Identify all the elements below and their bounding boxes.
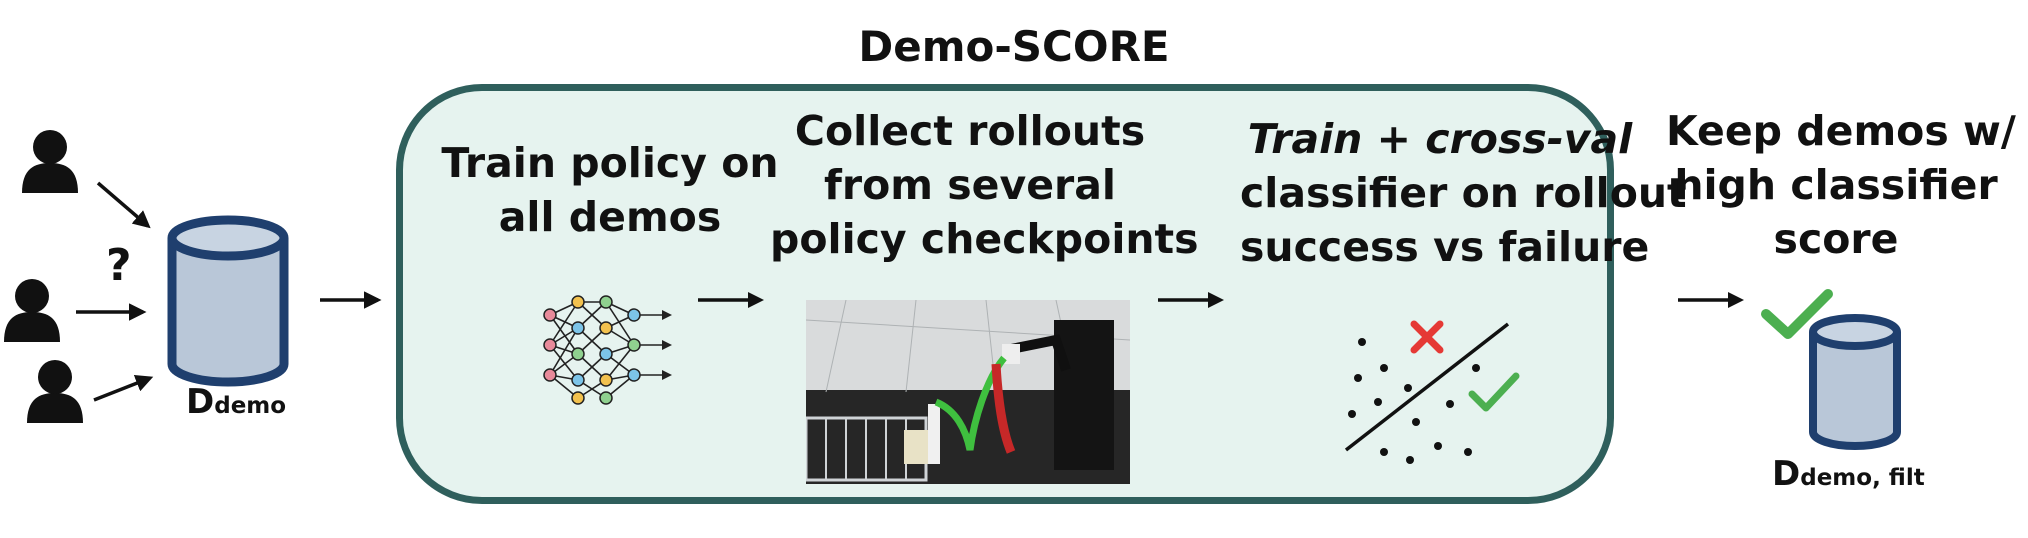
step-line: classifier on rollout [1240,169,1687,217]
dataset-label-main: D [186,382,215,422]
person-icon [22,130,78,193]
person-icon [4,279,60,342]
step-line: from several [824,161,1116,209]
robot-scene [806,300,1130,484]
step-collect-rollouts: Collect rollouts from several policy che… [770,104,1199,266]
step-line: Train policy on [441,139,779,187]
step-line-italic: Train + cross-val [1247,115,1633,163]
cross-icon [1410,320,1444,354]
filtered-dataset-label: Ddemo, filt [1772,454,1925,494]
step-line: high classifier [1674,161,1998,209]
arrow-icon [93,374,154,402]
arrow-icon [1678,292,1744,308]
classifier-icon [1344,320,1520,464]
filtered-label-main: D [1772,454,1801,494]
step-line: Collect rollouts [794,107,1146,155]
step-train-classifier: Train + cross-val classifier on rollout … [1240,112,1687,274]
step-line: score [1773,215,1899,263]
step-line: policy checkpoints [770,215,1199,263]
robot-photo [806,300,1130,484]
dataset-label: Ddemo [186,382,286,422]
arrow-icon [698,292,764,308]
question-mark: ? [106,240,132,291]
checkmark-icon [1468,372,1520,412]
diagram-title: Demo-SCORE [858,22,1170,71]
step-line: success vs failure [1240,223,1650,271]
step-train-policy: Train policy on all demos [440,136,780,244]
step-keep-demos: Keep demos w/ high classifier score [1666,104,2016,266]
neural-network-icon [543,295,672,405]
filtered-database-group [1761,289,1901,450]
step-line: Keep demos w/ [1666,107,2016,155]
filtered-label-sub: demo, filt [1800,465,1925,491]
database-icon [1809,314,1901,450]
checkmark-icon [1761,289,1833,339]
dataset-label-sub: demo [214,393,287,419]
database-icon [167,215,289,387]
person-icon [27,360,83,423]
arrow-icon [1158,292,1224,308]
step-line: all demos [498,193,722,241]
arrow-icon [96,181,151,229]
